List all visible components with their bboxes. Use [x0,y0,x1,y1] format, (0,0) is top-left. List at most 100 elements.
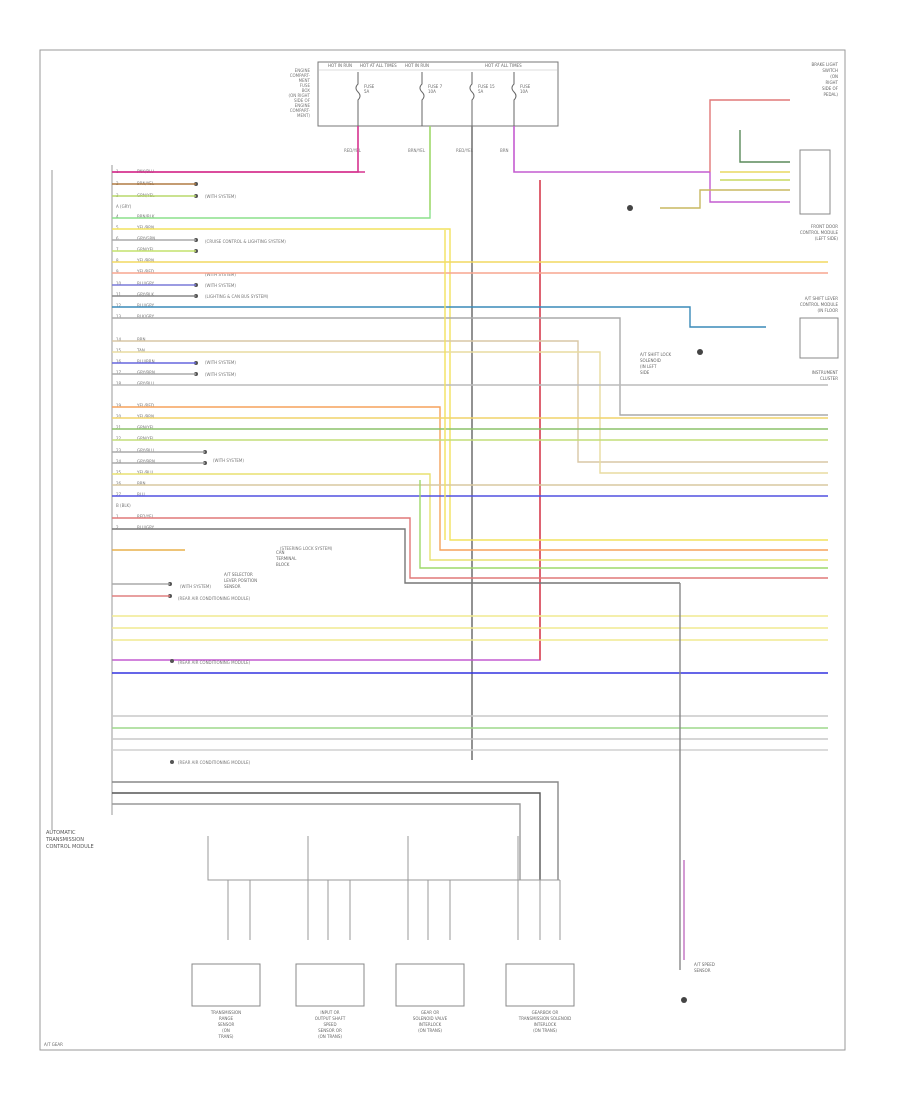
fuse-box-label-line: (ON RIGHT [289,93,311,98]
pin-wire: B (BLK) [116,503,131,508]
wire-right-brake [709,99,790,172]
pin-wire: GRY/BRN [137,459,155,464]
fuse-name: FUSE [520,84,531,89]
pin-number: 10 [116,281,122,286]
fuse-box-label-line: COMPART- [290,73,311,78]
connector-icon [170,760,174,764]
module-note: (WITH SYSTEM) [205,360,236,365]
wire-brn [112,340,828,463]
fuse-wire-label: RED/YEL [344,148,362,153]
fuse-name: FUSE [364,84,375,89]
solenoid-icon [627,205,633,211]
tcm-label-line: CONTROL MODULE [46,844,94,850]
pin-number: 24 [116,459,122,464]
component-box [191,963,261,1007]
wire-blu-gry-2 [112,306,766,328]
component-label: SOLENOID VALVE [413,1016,448,1021]
fuse-rating: 5A [478,89,484,94]
component-box [799,149,831,215]
component-label: CLUSTER [820,376,838,381]
pin-number: 8 [116,258,119,263]
shift-lever-control-module: A/T SHIFT LEVER CONTROL MODULE (IN FLOOR [799,296,839,359]
pin-wire: BRN [137,481,146,486]
pin-number: 17 [116,370,122,375]
component-label: A/T SHIFT LEVER [805,296,838,301]
component-label: CONTROL MODULE [800,302,839,307]
solenoid-icon [697,349,703,355]
pin-wire: BRN [137,337,146,342]
brake-light-switch: BRAKE LIGHT SWITCH (ON RIGHT SIDE OF PED… [799,62,839,215]
pin-wire: BLK/GRY [137,314,155,319]
pin-number: 14 [116,337,122,342]
wire-tan [112,351,828,474]
wire-ret-3 [112,803,521,880]
pin-wire: YEL/BLU [136,470,153,475]
fuse-box-header-4: HOT AT ALL TIMES [485,63,522,68]
pin-wire: BLU [137,492,145,497]
component-box [505,963,575,1007]
wire-fuse-1 [112,126,359,173]
component-label: (IN LEFT [640,364,657,369]
pin-wire: BLU/GRY [137,525,155,530]
pin-number: 26 [116,481,122,486]
fuse-rating: 5A [364,89,370,94]
connector-icon [170,659,174,663]
fuse-wire-label: RED/YEL [456,148,474,153]
component-label: (LEFT SIDE) [815,236,839,241]
module-note: (STEERING LOCK SYSTEM) [280,546,333,551]
component-box [295,963,365,1007]
tcm-label-line: TRANSMISSION [45,837,84,843]
fuse-box-label-line: ENGINE [295,103,311,108]
fuse-rating: 10A [428,89,436,94]
component-label: A/T SPEED [694,962,715,967]
pin-number: 11 [116,292,122,297]
component-label: SIDE [640,370,650,375]
pin-wire: GRN/YEL [137,425,155,430]
component-label: INSTRUMENT [812,370,839,375]
wire-ret-1 [112,781,559,880]
wire-fuse-4b [112,180,541,661]
pin-number: 15 [116,348,122,353]
shift-lock-solenoid: A/T SHIFT LOCK SOLENOID (IN LEFT SIDE [627,205,703,375]
module-note: (LIGHTING & CAN BUS SYSTEM) [205,294,269,299]
pin-wire: BRN/BLK [137,214,155,219]
fuse-name: FUSE 7 [428,84,443,89]
component-label: TRANS) [218,1034,234,1039]
pin-number: 7 [116,247,119,252]
component-label: SPEED [323,1022,336,1027]
fuse-box-header-3: HOT IN RUN [405,63,429,68]
component-label: TERMINAL [275,556,297,561]
component-label: SENSOR [218,1022,235,1027]
pin-wire: GRN/YEL [137,436,155,441]
sensor-icon [681,997,687,1003]
pin-wire: YEL/BRN [136,225,154,230]
component-label: A/T SHIFT LOCK [640,352,671,357]
component-label: SENSOR OR [318,1028,342,1033]
component-label: PEDAL) [824,92,839,97]
pin-wire: BLU/GRY [137,303,155,308]
wire-yel-red-2 [112,406,828,551]
module-note: (CRUISE CONTROL & LIGHTING SYSTEM) [205,239,286,244]
module-note: (REAR AIR CONDITIONING MODULE) [178,660,250,665]
gear-solenoid-valve: GEAR OR SOLENOID VALVE INTERLOCK (ON TRA… [395,963,465,1033]
wire-yel-blu [112,473,828,561]
component-box [395,963,465,1007]
fuse-box-label-line: SIDE OF [294,98,311,103]
pin-number: 25 [116,470,122,475]
fuse-box-header-1: HOT IN RUN [328,63,352,68]
wire-blu-gry-3 [112,528,680,584]
module-note: (WITH SYSTEM) [205,283,236,288]
pin-number: 21 [116,425,122,430]
fuse-wire-label: BRN/YEL [408,148,426,153]
module-note: (REAR AIR CONDITIONING MODULE) [178,596,250,601]
fuse-box-header-2: HOT AT ALL TIMES [360,63,397,68]
pin-number: 2 [116,525,119,530]
pin-number: 9 [116,269,119,274]
component-label: SOLENOID [640,358,661,363]
component-label: BRAKE LIGHT [812,62,839,67]
fuse-box-label-line: ENGINE [295,68,311,73]
pin-wire: BLU/BRN [137,359,155,364]
pin-number: 6 [116,236,119,241]
wire-fuse-4 [513,126,710,173]
